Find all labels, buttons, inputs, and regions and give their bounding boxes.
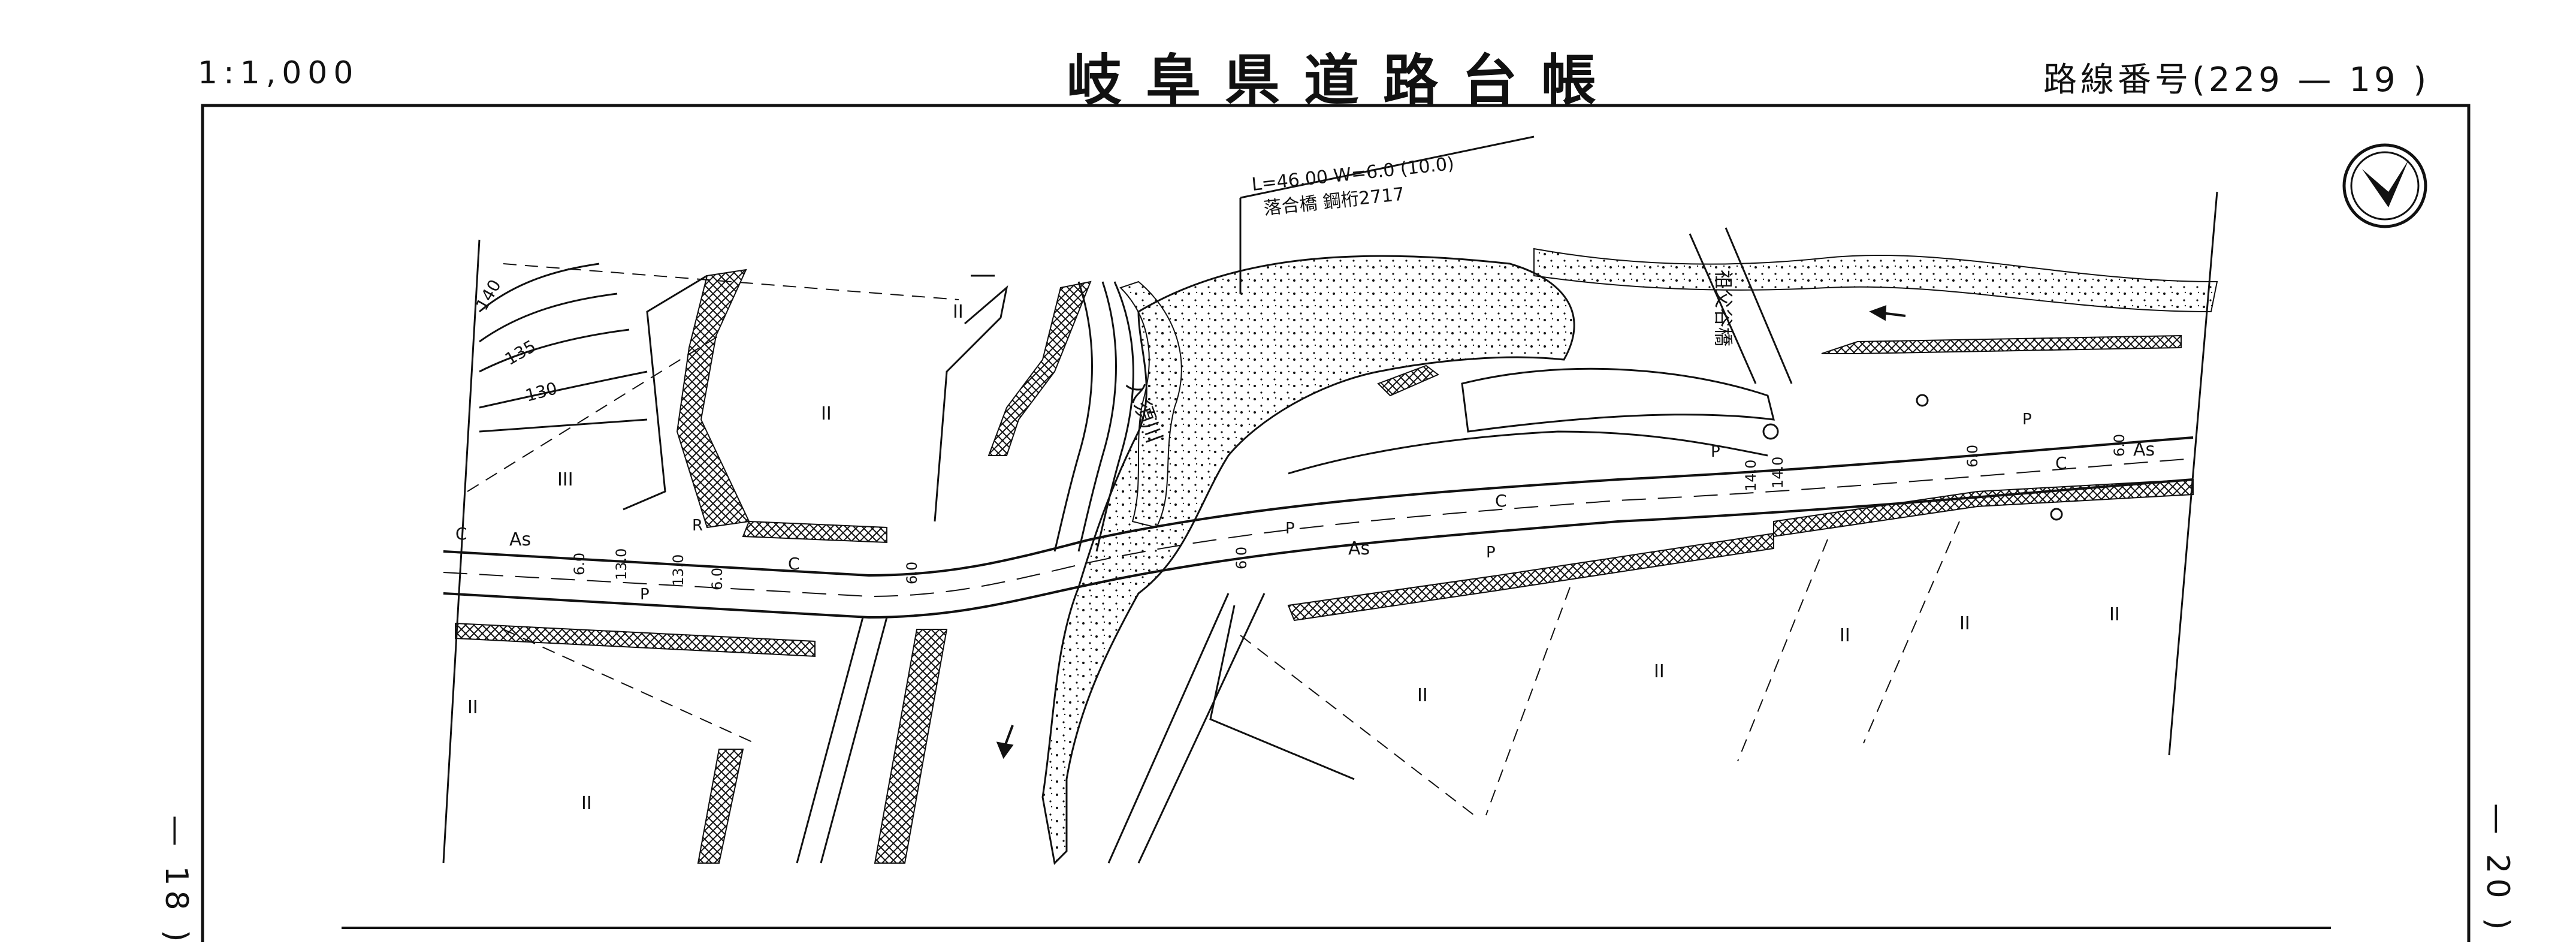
pavement-label: P — [1711, 443, 1720, 461]
land-use-symbol: II — [1417, 685, 1428, 706]
crosshatch-walls — [455, 269, 2194, 864]
post-marker — [1916, 394, 1929, 407]
surface-label: As — [509, 529, 531, 550]
contour-lines — [479, 263, 648, 433]
adjacent-sheet-left: — 18 ) — [158, 815, 194, 947]
contour-label: 135 — [502, 336, 539, 369]
pavement-label: P — [1486, 544, 1496, 562]
adjacent-sheet-right: — 20 ) — [2480, 803, 2515, 935]
land-use-symbol: II — [1959, 613, 1970, 634]
scale-label: 1:1,000 — [198, 55, 360, 91]
width-label: 6.0 — [571, 553, 588, 575]
river-channel — [1053, 281, 1134, 552]
side-roads — [442, 191, 2218, 864]
page-title: 岐阜県道路台帳 — [1067, 49, 1621, 113]
land-use-symbol: II — [1654, 661, 1665, 682]
pavement-label: P — [640, 586, 650, 604]
post-marker — [2050, 508, 2063, 521]
center-label: C — [455, 524, 467, 544]
width-label: 13.0 — [613, 548, 630, 580]
width-label: 14.0 — [1769, 457, 1786, 488]
pavement-label: P — [1285, 520, 1295, 538]
route-number: 路線番号(229 — 19 ) — [2043, 61, 2430, 99]
flow-arrow — [996, 305, 1906, 759]
width-label: 13.0 — [670, 554, 687, 586]
contour-label: 130 — [523, 378, 559, 406]
small-bridge-name: 祖父谷橋 — [1712, 270, 1735, 346]
center-label: C — [2055, 453, 2067, 473]
map-frame — [201, 104, 2471, 942]
width-label: 6.0 — [709, 568, 726, 590]
riverbed-area — [1041, 248, 2218, 865]
width-label: 6.0 — [904, 562, 920, 584]
land-use-symbol: II — [2109, 604, 2120, 625]
land-use-symbol: II — [467, 697, 478, 718]
width-label: 6.0 — [2111, 434, 2128, 457]
width-label: 14.0 — [1743, 460, 1759, 491]
land-use-symbol: II — [581, 793, 592, 814]
land-use-symbol: II — [821, 403, 832, 424]
land-use-symbol: III — [557, 469, 573, 490]
surface-label: As — [2133, 439, 2155, 460]
width-label: 6.0 — [1964, 445, 1981, 468]
land-use-symbol: II — [1840, 625, 1850, 646]
center-label: C — [1495, 491, 1507, 511]
center-label: C — [788, 554, 800, 574]
pavement-label: P — [2022, 411, 2032, 429]
land-use-symbol: II — [953, 301, 964, 322]
north-arrow-icon — [2342, 143, 2427, 228]
boundary-lines — [467, 263, 1960, 816]
manhole-marker — [1762, 423, 1779, 440]
surface-label: As — [1348, 538, 1370, 559]
ramp-label: R — [692, 517, 703, 535]
bridge-ochiai — [1239, 135, 1535, 294]
width-label: 6.0 — [1233, 547, 1250, 569]
